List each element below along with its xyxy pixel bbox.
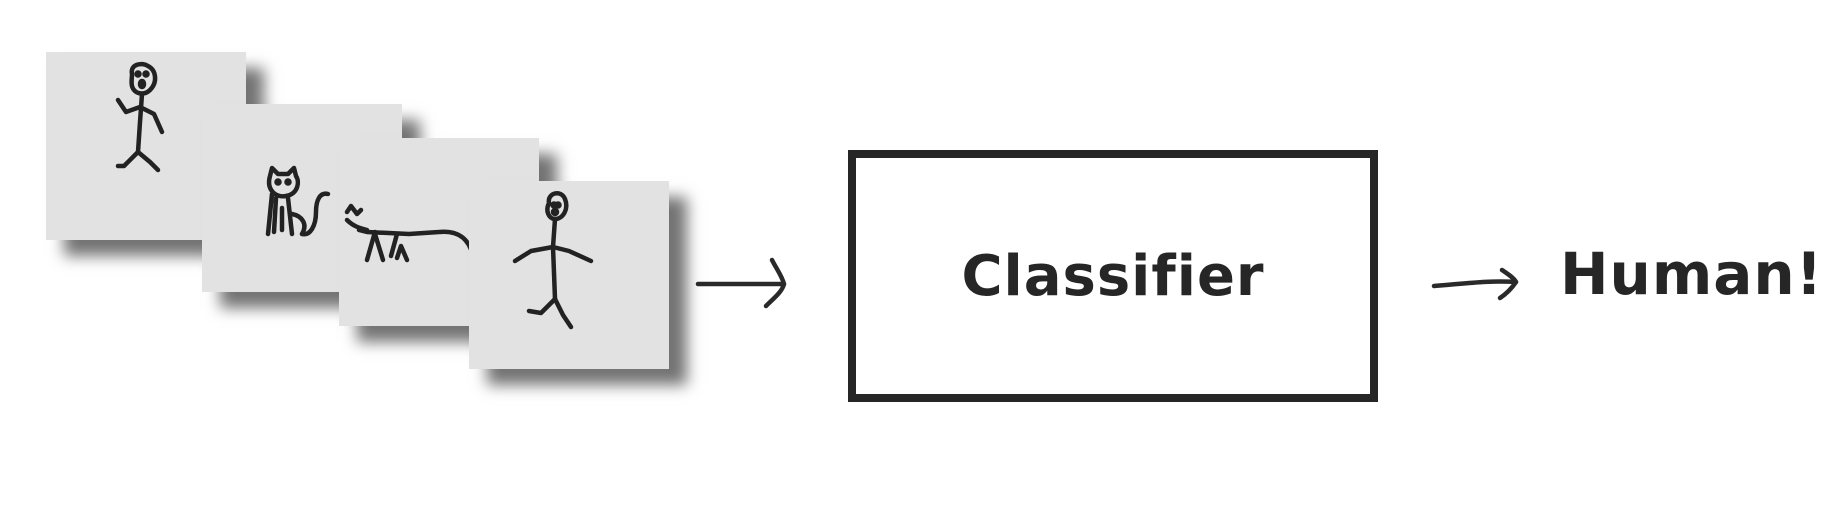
input-image-card-4 — [469, 181, 669, 369]
stick-figure-human-icon — [512, 190, 594, 330]
right-arrow-icon — [1431, 267, 1519, 301]
right-arrow-icon — [695, 257, 787, 309]
classifier-label: Classifier — [961, 243, 1265, 309]
stick-figure-human-icon — [115, 61, 165, 173]
sitting-cat-icon — [265, 165, 331, 237]
output-label: Human! — [1560, 240, 1824, 308]
classifier-box: Classifier — [848, 150, 1378, 402]
